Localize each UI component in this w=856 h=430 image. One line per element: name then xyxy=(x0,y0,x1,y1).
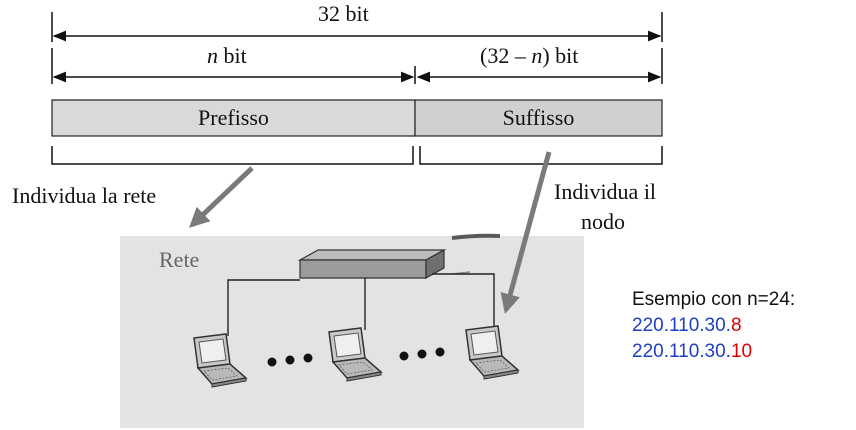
total-bits-label: 32 bit xyxy=(318,1,369,26)
prefix-bits-dimension xyxy=(51,48,416,84)
prefix-bits-label: n bit xyxy=(207,44,247,68)
suffix-bracket xyxy=(419,146,663,165)
prefix-to-network-arrow xyxy=(189,166,254,228)
suffix-to-node-arrow xyxy=(500,151,552,314)
ellipsis-dots xyxy=(267,347,445,367)
suffix-bits-variable: n xyxy=(531,43,543,68)
suffix-bits-label: (32 – n) bit xyxy=(480,44,578,68)
suffix-box xyxy=(414,99,663,137)
node-note-line2: nodo xyxy=(581,209,625,234)
example-1-network-part: 220.110.30. xyxy=(632,315,731,336)
total-bits-dimension xyxy=(51,12,663,42)
example-address-2: 220.110.30.10 xyxy=(632,339,752,364)
prefix-bits-variable: n xyxy=(207,43,218,68)
suffix-label: Suffisso xyxy=(502,105,575,130)
suffix-bits-dimension xyxy=(416,48,663,84)
suffix-bits-pre: (32 – xyxy=(480,43,532,68)
prefix-bracket xyxy=(51,146,414,165)
network-area-label: Rete xyxy=(159,247,200,272)
network-note: Individua la rete xyxy=(12,183,157,208)
network-cabling xyxy=(227,273,495,336)
example-address-1: 220.110.30.8 xyxy=(632,313,742,338)
example-1-host-part: 8 xyxy=(730,315,742,336)
node-note-line1: Individua il xyxy=(554,179,657,204)
example-2-host-part: 10 xyxy=(730,341,753,362)
prefix-label: Prefisso xyxy=(198,105,269,130)
decorative-fragment xyxy=(451,233,501,240)
prefix-bits-unit: bit xyxy=(223,43,247,68)
example-title: Esempio con n=24: xyxy=(632,289,796,310)
switch-icon xyxy=(297,248,447,280)
suffix-bits-post: ) bit xyxy=(542,43,579,68)
example-2-network-part: 220.110.30. xyxy=(632,341,731,362)
prefix-box xyxy=(51,99,416,137)
